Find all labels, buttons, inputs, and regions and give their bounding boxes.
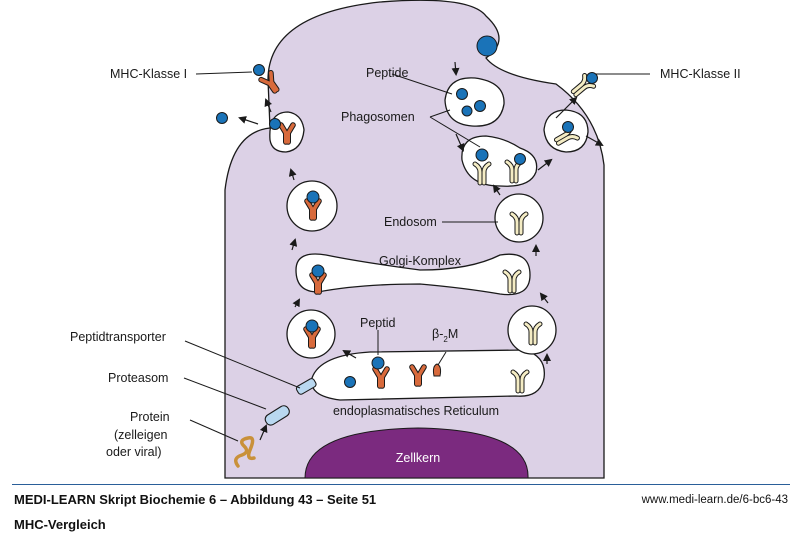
proteasome [264, 405, 290, 426]
antigen [476, 35, 498, 57]
label-beta2m: β-2M [432, 327, 458, 344]
endosome [494, 193, 544, 243]
footer-subtitle: MHC-Vergleich [14, 517, 106, 532]
label-endosom: Endosom [384, 215, 437, 229]
label-mhc2: MHC-Klasse II [660, 67, 741, 81]
mhc1-on-membrane [253, 64, 281, 94]
free-peptide [216, 112, 228, 124]
label-phagosomen: Phagosomen [341, 110, 415, 124]
label-peptide: Peptide [366, 66, 408, 80]
endoplasmic-reticulum [310, 349, 546, 401]
nucleus-label: Zellkern [396, 451, 441, 465]
peptide-in-er [371, 356, 385, 370]
footer-title: MEDI-LEARN Skript Biochemie 6 – Abbildun… [14, 492, 377, 507]
footer-rule [12, 484, 790, 485]
label-peptid: Peptid [360, 316, 395, 330]
nucleus [304, 427, 529, 479]
golgi-label: Golgi-Komplex [379, 254, 462, 268]
phagosome-top [444, 77, 505, 127]
protein-coil [234, 436, 256, 468]
label-peptidtransporter: Peptidtransporter [70, 330, 166, 344]
label-protein-line3: oder viral) [106, 445, 162, 459]
footer-url[interactable]: www.medi-learn.de/6-bc6-43 [641, 494, 788, 506]
mhc2-on-membrane [570, 72, 598, 99]
label-mhc1: MHC-Klasse I [110, 67, 187, 81]
golgi-complex [295, 253, 531, 296]
er-label: endoplasmatisches Reticulum [333, 404, 499, 418]
label-proteasom: Proteasom [108, 371, 168, 385]
mhc-diagram: Zellkern endoplasmatisches Reticulum Gol… [70, 0, 741, 479]
label-protein: Protein [130, 410, 170, 424]
label-protein-line2: (zelleigen [114, 428, 168, 442]
beta2m [432, 363, 442, 377]
peptide-transporter [295, 378, 317, 395]
